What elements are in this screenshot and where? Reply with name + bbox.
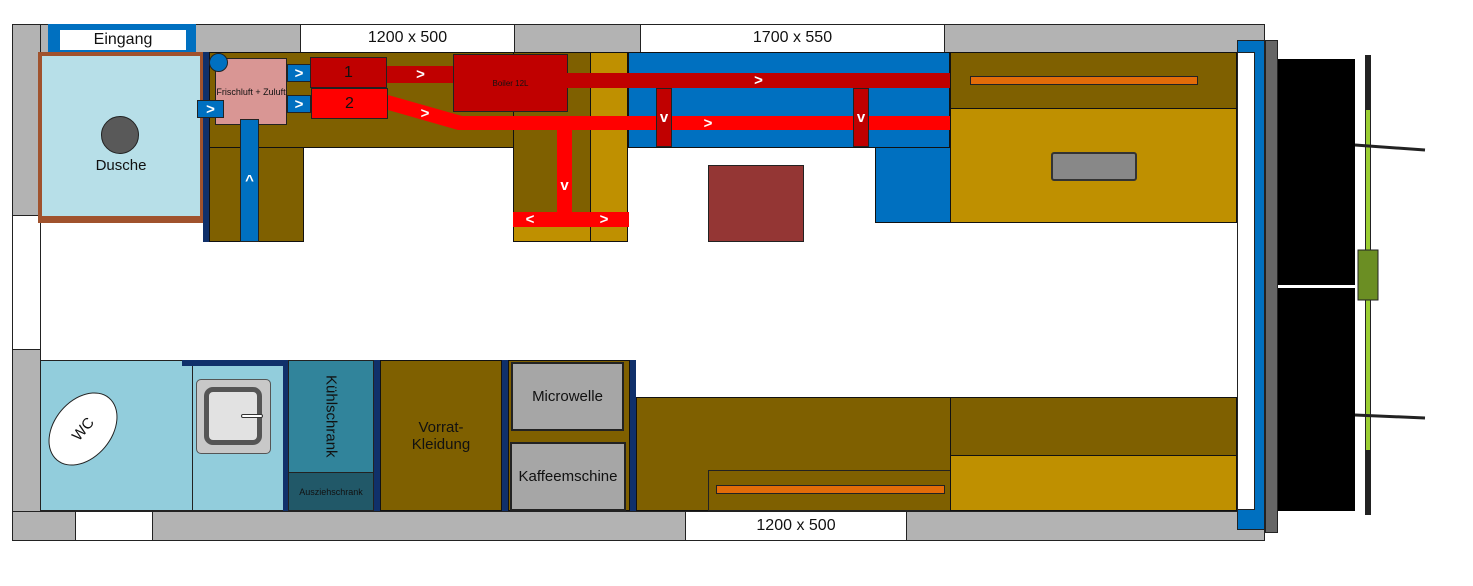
coffee-machine: Kaffeemschine [510, 442, 626, 511]
blue-cabinet [628, 52, 950, 148]
rack-panel-bottom [1278, 288, 1355, 511]
microwave: Microwelle [511, 362, 624, 431]
blue-cabinet-lower [875, 147, 951, 223]
duct-main-arrow: > [703, 114, 713, 132]
rack-panel-top [1278, 59, 1355, 285]
drain-icon [101, 116, 139, 154]
duct-drop-1: v [656, 88, 672, 147]
duct-down: v [557, 130, 572, 214]
duct-split-left-arrow: < [525, 210, 535, 228]
wc-label: WC [68, 413, 98, 445]
keyboard-icon [1051, 152, 1137, 181]
fresh-air-unit: Frischluft + Zuluft [215, 58, 287, 125]
bicycle-icon [1354, 55, 1426, 515]
fridge-label: Kühlschrank [322, 375, 340, 458]
window-bottom-2-label: 1200 x 500 [756, 517, 836, 534]
duct-boiler-rear: > [567, 72, 950, 89]
air-duct-up: ^ [240, 119, 259, 242]
window-bottom-2 [685, 511, 907, 541]
boiler: Boiler 12L [453, 54, 568, 112]
rear-shelf [950, 397, 1237, 456]
storage-cabinet: Vorrat-Kleidung [380, 360, 502, 511]
window-top-2 [640, 24, 945, 53]
entrance-label: Eingang [60, 30, 186, 50]
heater-2: 2 [311, 88, 388, 119]
air-arrow-2: > [287, 95, 311, 113]
duct-split [513, 212, 629, 227]
rear-door-opening [1237, 52, 1255, 510]
bottom-wall [12, 511, 1265, 541]
duct-heater2-arrow: > [420, 104, 430, 122]
rear-bumper [1265, 40, 1278, 533]
bath-divider [192, 366, 193, 511]
divider [374, 360, 380, 511]
window-bottom-1 [75, 511, 153, 541]
duct-heater1-boiler: > [387, 66, 454, 83]
pullout-cabinet: Ausziehschrank [288, 472, 374, 511]
sink-icon[interactable] [196, 379, 271, 454]
heater-1: 1 [310, 57, 387, 88]
bench-light-bar [716, 485, 945, 494]
side-window [12, 215, 41, 350]
window-top-2-label: 1700 x 550 [752, 29, 833, 46]
light-bar [970, 76, 1198, 85]
duct-split-right-arrow: > [599, 210, 609, 228]
table [708, 165, 804, 242]
bath-top-strip [182, 360, 284, 366]
divider [630, 360, 636, 511]
window-top-1-label: 1200 x 500 [367, 29, 448, 46]
fridge: Kühlschrank [288, 360, 374, 473]
duct-heater2-shape [388, 95, 950, 130]
divider [283, 360, 289, 511]
duct-drop-2: v [853, 88, 869, 147]
divider [203, 52, 209, 242]
air-inlet-arrow: > [197, 100, 224, 118]
divider [502, 360, 508, 511]
air-intake-icon [209, 53, 228, 72]
rear-counter [950, 455, 1237, 511]
faucet-icon [241, 414, 263, 418]
